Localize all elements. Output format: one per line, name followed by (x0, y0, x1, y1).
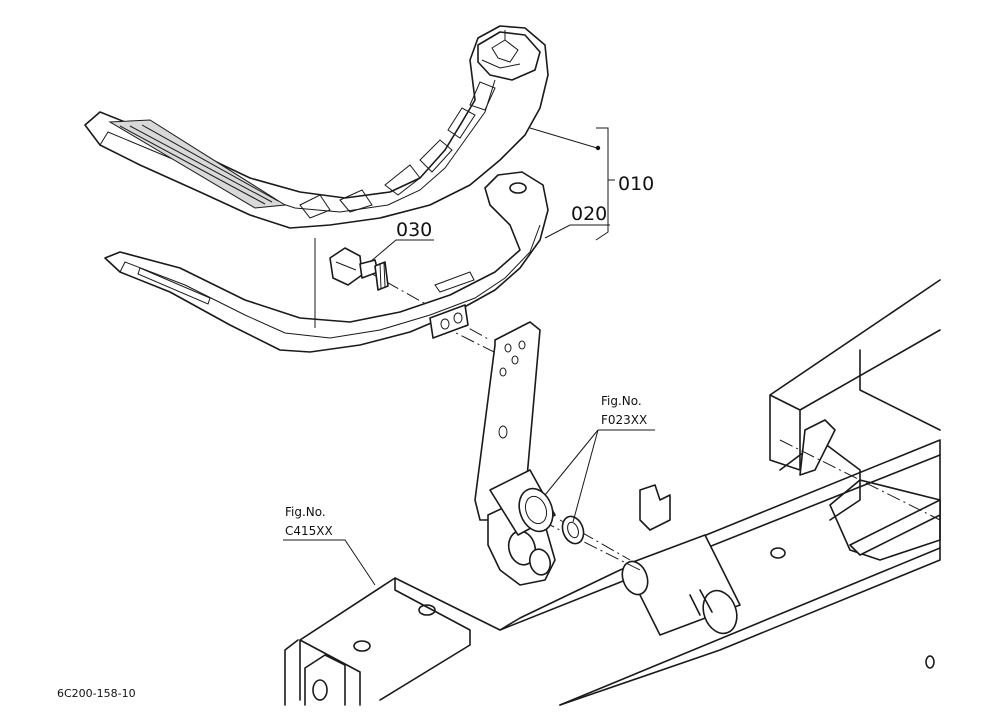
fig-ref-c415-label: Fig.No. (285, 505, 326, 519)
part-010-pedal-pad (84, 25, 549, 229)
lever-bracket (474, 321, 585, 586)
part-020-pedal-arm (104, 171, 549, 353)
fig-ref-f023-code: F023XX (601, 413, 647, 427)
fig-ref-f023-label: Fig.No. (601, 394, 642, 408)
fig-ref-c415-code: C415XX (285, 524, 333, 538)
callout-010: 010 (618, 173, 654, 195)
drawing-code: 6C200-158-10 (57, 687, 136, 700)
leader-lines (283, 127, 655, 586)
callout-030: 030 (396, 219, 432, 241)
callout-020: 020 (571, 203, 607, 225)
part-030-stud-bolt (329, 247, 389, 291)
chassis-frame (284, 279, 941, 706)
